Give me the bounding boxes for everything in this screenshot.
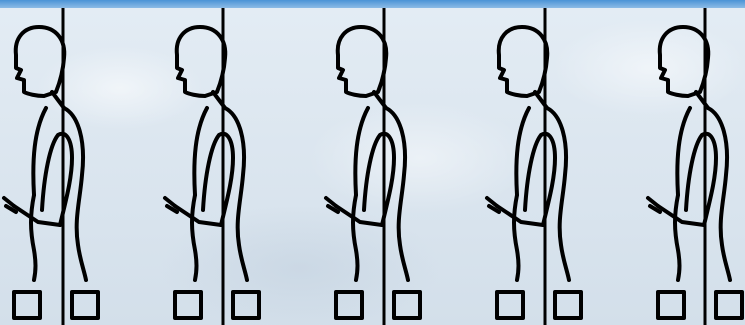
posture-figure-1 bbox=[4, 27, 98, 318]
posture-figure-5 bbox=[648, 27, 742, 318]
posture-figure-3 bbox=[326, 27, 420, 318]
posture-figure-4 bbox=[487, 27, 581, 318]
posture-figure-2 bbox=[165, 27, 259, 318]
